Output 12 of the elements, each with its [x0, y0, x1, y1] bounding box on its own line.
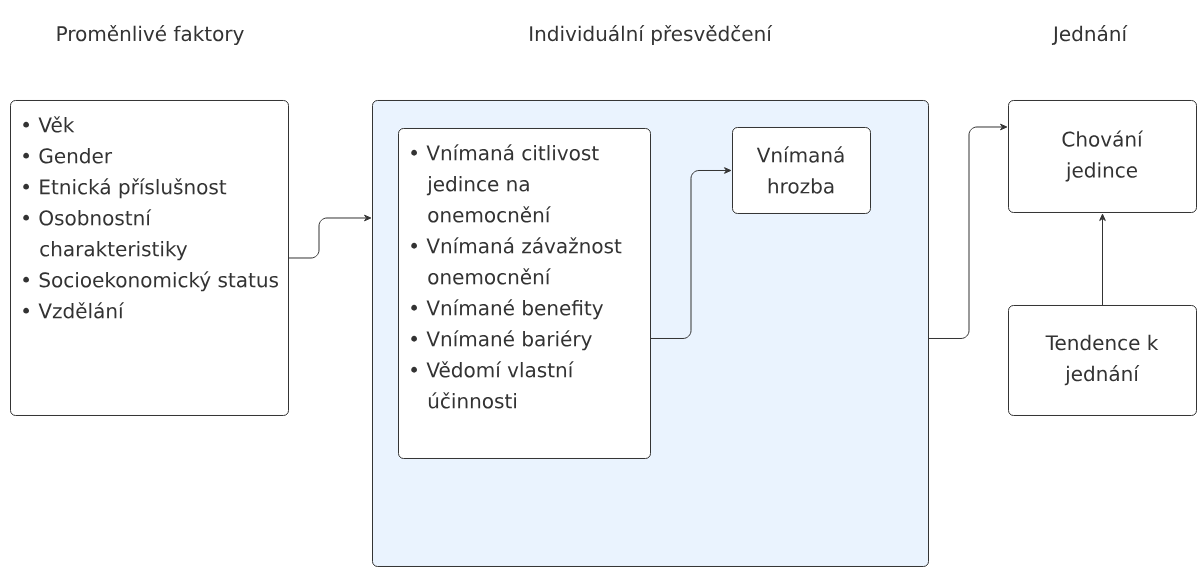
behaviour-box: Chování jedince — [1008, 100, 1197, 213]
factor-list-box: • Věk • Gender • Etnická příslušnost • Osobnostní charakteristiky • Socioekonomický status • Vzdělání — [10, 100, 289, 416]
arrow — [1099, 213, 1106, 306]
tendency-box: Tendence k jednání — [1008, 305, 1197, 416]
arrow — [650, 167, 732, 339]
belief-list-box: • Vnímaná citlivost jedince na onemocnění • Vnímaná závažnost onemocnění • Vnímané benefity • Vnímané bariéry • Vědomí vlastní účinnosti — [398, 128, 651, 459]
threat-box: Vnímaná hrozba — [732, 127, 871, 214]
arrow — [928, 123, 1008, 339]
column-heading: Individuální přesvědčení — [530, 24, 773, 46]
arrow — [288, 214, 372, 259]
column-heading: Proměnlivé faktory — [57, 24, 244, 46]
column-heading: Jednání — [1051, 25, 1128, 45]
